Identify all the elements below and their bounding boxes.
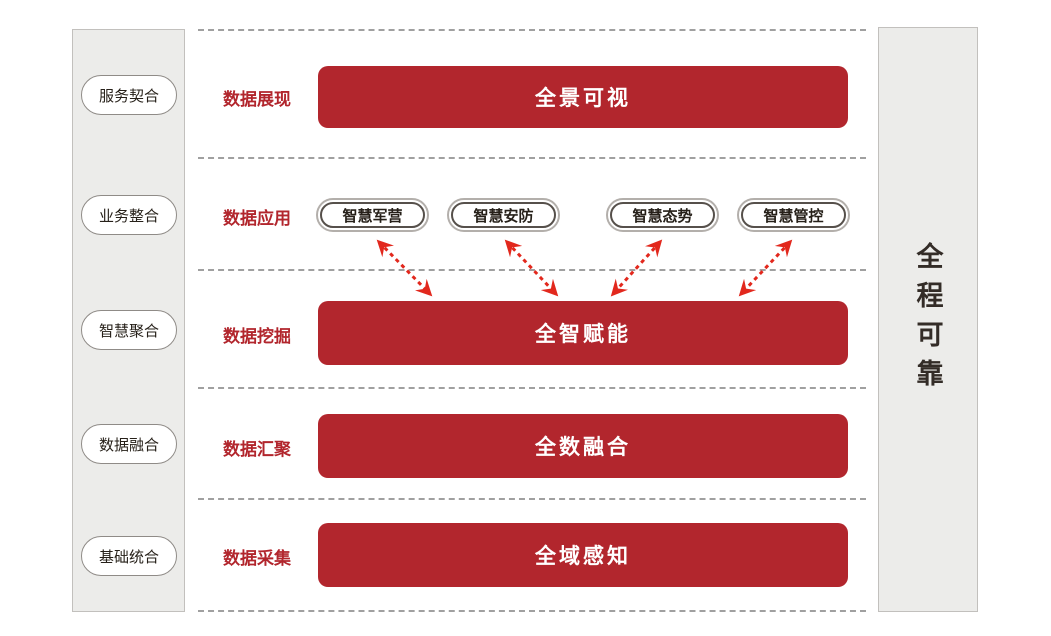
bar-panoramic-visualization: 全景可视	[318, 66, 848, 128]
double-arrow-security	[504, 239, 559, 297]
bar-full-intelligence: 全智赋能	[318, 301, 848, 365]
row-label-data-presentation: 数据展现	[223, 90, 291, 109]
app-pill-smart-camp: 智慧军营	[316, 198, 429, 232]
left-rail-pill-service-fit: 服务契合	[81, 75, 177, 115]
app-pill-smart-security: 智慧安防	[447, 198, 560, 232]
left-rail-pill-basic-unification: 基础统合	[81, 536, 177, 576]
dotted-separator	[198, 387, 866, 389]
dotted-separator	[198, 29, 866, 31]
left-rail-pill-label: 智慧聚合	[98, 322, 159, 340]
double-arrow-control	[738, 239, 793, 297]
row-label-data-mining: 数据挖掘	[223, 327, 291, 346]
dotted-separator	[198, 498, 866, 500]
left-rail-pill-business-integration: 业务整合	[81, 195, 177, 235]
row-label-data-collection: 数据采集	[223, 549, 291, 568]
bar-full-data-fusion: 全数融合	[318, 414, 848, 478]
left-rail-pill-data-fusion: 数据融合	[81, 424, 177, 464]
dotted-separator	[198, 269, 866, 271]
left-rail: 服务契合 业务整合 智慧聚合 数据融合 基础统合	[72, 29, 185, 612]
app-pill-label: 智慧军营	[320, 202, 425, 228]
dotted-separator	[198, 157, 866, 159]
row-label-data-convergence: 数据汇聚	[223, 440, 291, 459]
app-pill-smart-control: 智慧管控	[737, 198, 850, 232]
app-pill-label: 智慧态势	[610, 202, 715, 228]
left-rail-pill-smart-aggregation: 智慧聚合	[81, 310, 177, 350]
double-arrow-situation	[610, 239, 663, 297]
left-rail-pill-label: 服务契合	[98, 87, 159, 105]
dotted-separator	[198, 610, 866, 612]
right-rail: 全程可靠	[878, 27, 978, 612]
right-rail-label: 全程可靠	[912, 241, 943, 398]
double-arrow-camp	[376, 239, 433, 297]
app-pill-smart-situation: 智慧态势	[606, 198, 719, 232]
left-rail-pill-label: 业务整合	[98, 207, 159, 225]
left-rail-pill-label: 基础统合	[98, 548, 159, 566]
app-pill-label: 智慧安防	[451, 202, 556, 228]
row-label-data-application: 数据应用	[223, 209, 291, 228]
left-rail-pill-label: 数据融合	[98, 436, 159, 454]
bar-full-domain-sensing: 全域感知	[318, 523, 848, 587]
app-pill-label: 智慧管控	[741, 202, 846, 228]
